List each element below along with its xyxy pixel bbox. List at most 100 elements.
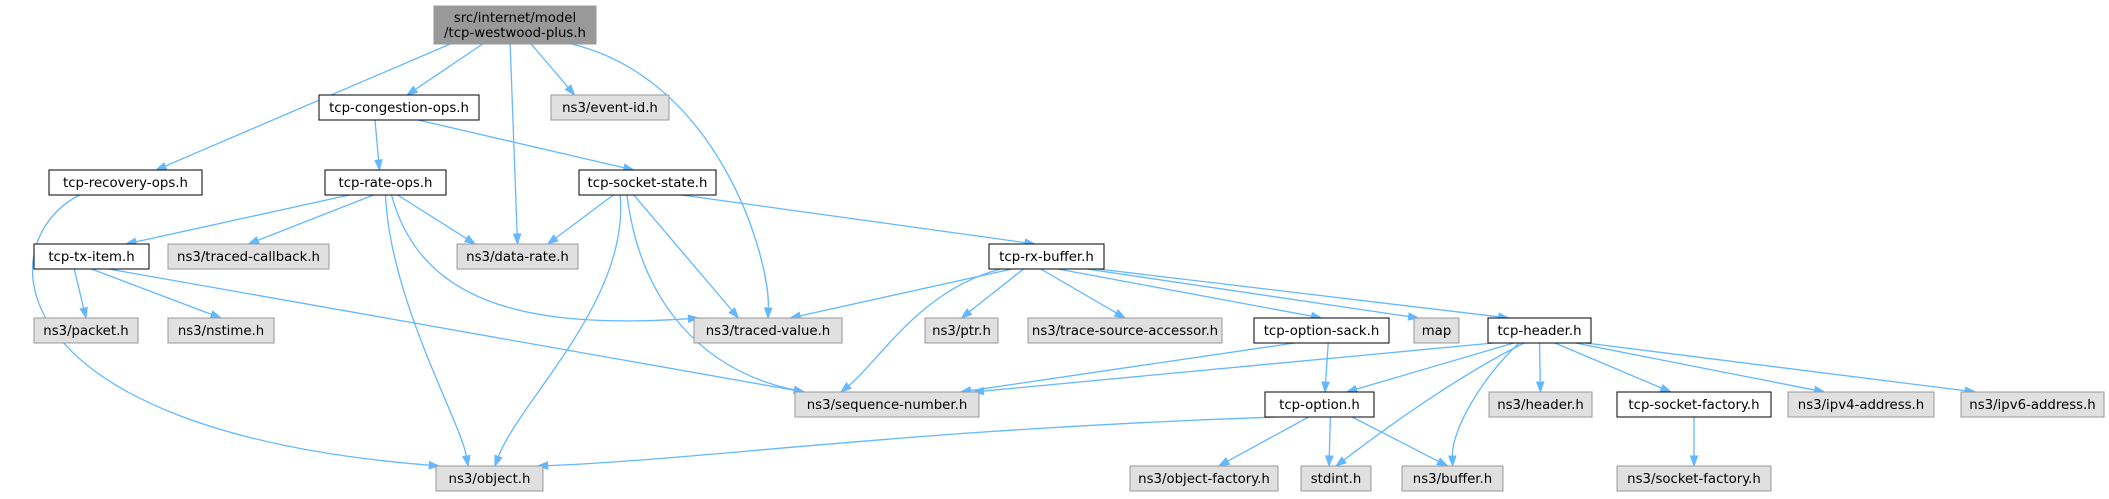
edge-header-to-ipv6: [1585, 342, 1977, 395]
arrowhead-icon: [564, 84, 576, 97]
edge-cong-to-sockstate: [418, 119, 636, 172]
node-box: [1616, 465, 1772, 492]
edge-line: [555, 194, 614, 239]
edge-line: [1356, 342, 1514, 390]
node-label: ns3/traced-callback.h: [177, 250, 320, 265]
node-box: [1264, 391, 1375, 418]
node-ipv6: ns3/ipv6-address.h: [1960, 391, 2105, 418]
node-label: ns3/nstime.h: [178, 324, 264, 339]
node-option[interactable]: tcp-option.h: [1264, 391, 1375, 418]
node-label: ns3/object-factory.h: [1138, 472, 1270, 487]
node-label: tcp-socket-factory.h: [1628, 398, 1759, 413]
edge-line: [530, 43, 569, 88]
edge-line: [571, 43, 769, 309]
node-cong[interactable]: tcp-congestion-ops.h: [318, 94, 480, 121]
edge-line: [374, 119, 380, 161]
node-sockfactory[interactable]: tcp-socket-factory.h: [1616, 391, 1772, 418]
edge-optsack-to-seqnum: [959, 342, 1295, 395]
node-label: /tcp-westwood-plus.h: [444, 26, 586, 41]
edge-line: [1351, 416, 1439, 463]
edge-line: [633, 194, 733, 311]
edge-line: [257, 194, 374, 241]
node-objfactory: ns3/object-factory.h: [1129, 465, 1279, 492]
nodes-layer: src/internet/model/tcp-westwood-plus.h tc…: [33, 5, 2105, 492]
node-box: [794, 391, 980, 418]
edge-line: [1585, 342, 1966, 392]
edge-option-to-objfactory: [1217, 416, 1309, 467]
arrowhead-icon: [79, 306, 88, 320]
node-rxbuf[interactable]: tcp-rx-buffer.h: [988, 243, 1105, 270]
node-ptr: ns3/ptr.h: [924, 317, 999, 344]
node-box: [1487, 317, 1592, 344]
arrowhead-icon: [209, 310, 223, 319]
node-box: [693, 317, 843, 344]
edge-root-to-tracedval: [571, 43, 773, 320]
node-label: ns3/ptr.h: [932, 324, 991, 339]
node-box: [1787, 391, 1935, 418]
edge-line: [1451, 342, 1520, 457]
edge-line: [1328, 416, 1332, 457]
node-rateops[interactable]: tcp-rate-ops.h: [324, 169, 447, 196]
node-txitem[interactable]: tcp-tx-item.h: [33, 243, 150, 270]
node-box: [1253, 317, 1390, 344]
edge-line: [397, 194, 468, 240]
node-tracedval: ns3/traced-value.h: [693, 317, 843, 344]
node-optsack[interactable]: tcp-option-sack.h: [1253, 317, 1390, 344]
edge-optsack-to-option: [1321, 342, 1330, 394]
node-label: tcp-option-sack.h: [1264, 324, 1380, 339]
edge-line: [165, 43, 451, 167]
node-header[interactable]: tcp-header.h: [1487, 317, 1592, 344]
arrowhead-icon: [1325, 455, 1334, 468]
arrowhead-icon: [839, 382, 852, 393]
node-label: ns3/traced-value.h: [706, 324, 830, 339]
edge-cong-to-rateops: [374, 119, 383, 172]
edge-line: [983, 342, 1494, 392]
edge-line: [1057, 268, 1312, 317]
node-box: [924, 317, 999, 344]
node-label: ns3/ipv6-address.h: [1969, 398, 2095, 413]
edge-line: [509, 43, 518, 235]
edge-line: [384, 194, 468, 457]
node-label: ns3/ipv4-address.h: [1798, 398, 1924, 413]
edge-line: [414, 43, 483, 90]
node-box: [167, 317, 275, 344]
arrowhead-icon: [1689, 455, 1699, 468]
edge-rxbuf-to-ptr: [960, 268, 1024, 319]
node-label: stdint.h: [1311, 472, 1362, 487]
arrowhead-icon: [1113, 309, 1127, 319]
edge-header-to-seqnum: [972, 342, 1494, 396]
edge-root-to-cong: [405, 43, 483, 96]
arrowhead-icon: [764, 307, 773, 320]
edge-line: [108, 268, 795, 391]
edge-line: [848, 268, 1001, 387]
node-label: tcp-tx-item.h: [48, 250, 134, 265]
node-box: [435, 465, 544, 492]
node-box: [167, 243, 330, 270]
node-ipv4: ns3/ipv4-address.h: [1787, 391, 1935, 418]
node-recovery[interactable]: tcp-recovery-ops.h: [48, 169, 203, 196]
node-box: [1300, 465, 1372, 492]
node-nstime: ns3/nstime.h: [167, 317, 275, 344]
arrowhead-icon: [1217, 457, 1231, 467]
edge-header-to-ns3header: [1535, 342, 1545, 394]
edge-line: [1343, 342, 1525, 461]
node-sockstate[interactable]: tcp-socket-state.h: [578, 169, 717, 196]
node-label: src/internet/model: [454, 11, 576, 26]
node-box: [456, 243, 579, 270]
edge-sockstate-to-tracedval: [633, 194, 740, 320]
edge-root-to-datarate: [509, 43, 522, 246]
edge-option-to-stdint: [1325, 416, 1334, 468]
node-label: tcp-socket-state.h: [588, 176, 708, 191]
node-box: [33, 243, 150, 270]
edge-txitem-to-nstime: [91, 268, 223, 319]
edge-sockfactory-to-ns3sockfactory: [1689, 417, 1699, 468]
node-datarate: ns3/data-rate.h: [456, 243, 579, 270]
edge-line: [1575, 342, 1815, 391]
edge-txitem-to-packet: [73, 268, 88, 320]
node-packet: ns3/packet.h: [33, 317, 139, 344]
arrowhead-icon: [405, 85, 419, 96]
arrowhead-icon: [512, 233, 522, 246]
node-box: [1488, 391, 1593, 418]
node-tracedcb: ns3/traced-callback.h: [167, 243, 330, 270]
node-box: [48, 169, 203, 196]
